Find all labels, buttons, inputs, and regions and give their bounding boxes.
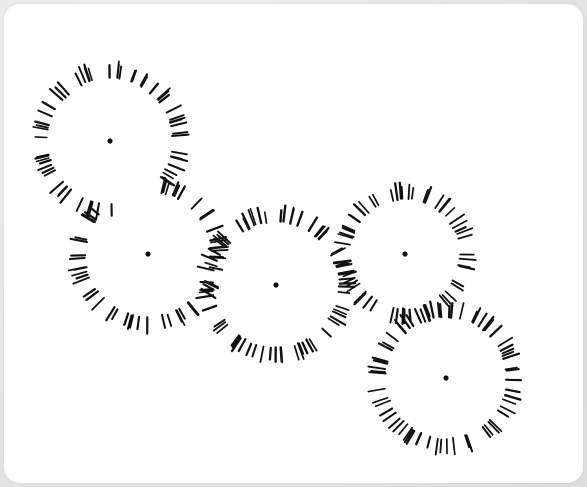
hatch-tick bbox=[309, 218, 317, 231]
hatch-tick bbox=[119, 66, 121, 78]
hatch-tick bbox=[77, 198, 83, 211]
hatch-tick bbox=[270, 348, 271, 360]
hatch-tick bbox=[503, 399, 516, 404]
hatch-tick bbox=[390, 308, 393, 323]
hatch-tick bbox=[162, 315, 165, 328]
hatch-tick bbox=[446, 208, 455, 216]
hatch-tick bbox=[242, 214, 249, 229]
hatch-tick bbox=[490, 326, 501, 337]
hatch-tick bbox=[43, 102, 55, 109]
hatch-tick bbox=[173, 132, 187, 134]
hatch-tick bbox=[368, 367, 385, 369]
circle-center-point bbox=[273, 282, 278, 287]
hatch-tick bbox=[363, 297, 372, 308]
hatch-tick bbox=[384, 413, 396, 421]
hatch-tick bbox=[335, 242, 350, 245]
hatch-tick bbox=[421, 309, 426, 321]
hatch-tick bbox=[50, 89, 62, 100]
hatch-tick bbox=[458, 235, 472, 239]
hatch-tick bbox=[70, 258, 85, 259]
circle-center-point bbox=[107, 138, 112, 143]
hatch-tick bbox=[436, 439, 438, 455]
circle-center-point bbox=[443, 375, 448, 380]
hatch-tick bbox=[331, 248, 345, 256]
hatch-tick bbox=[505, 395, 520, 399]
hatch-tick bbox=[169, 164, 185, 170]
hatch-tick bbox=[409, 185, 410, 200]
hatch-tick bbox=[35, 137, 47, 138]
hatch-tick bbox=[295, 346, 299, 360]
hatch-tick bbox=[260, 347, 263, 363]
hatch-tick bbox=[322, 329, 330, 337]
hatch-tick bbox=[284, 206, 286, 222]
hatch-tick bbox=[506, 390, 519, 393]
hatch-tick bbox=[137, 317, 139, 329]
hatch-tick bbox=[449, 306, 450, 317]
hatch-tick bbox=[168, 315, 172, 326]
hatch-tick bbox=[200, 210, 214, 219]
hatch-tick bbox=[280, 347, 281, 361]
hatch-tick bbox=[150, 84, 158, 94]
hatch-tick bbox=[246, 344, 251, 355]
hatch-tick bbox=[460, 259, 476, 260]
hatch-tick bbox=[440, 199, 451, 212]
hatch-tick bbox=[252, 345, 256, 356]
circle-center-point bbox=[145, 251, 150, 256]
hatch-tick bbox=[355, 294, 366, 305]
hatch-tick bbox=[172, 152, 187, 155]
hatch-tick bbox=[201, 282, 214, 283]
hatch-tick bbox=[391, 190, 393, 201]
hatch-tick bbox=[460, 303, 464, 319]
hatch-tick bbox=[453, 438, 455, 455]
hatch-tick bbox=[412, 188, 413, 199]
hatch-tick bbox=[200, 289, 212, 290]
hatch-tick bbox=[167, 106, 181, 113]
hatch-tick bbox=[369, 372, 386, 373]
hatch-tick bbox=[370, 300, 376, 310]
hatch-tick bbox=[172, 135, 189, 136]
hatch-tick bbox=[281, 210, 282, 221]
hatch-tick bbox=[297, 212, 302, 226]
hatch-tick bbox=[380, 409, 392, 416]
center-points bbox=[107, 138, 448, 380]
hatch-tick bbox=[205, 263, 217, 267]
hatch-tick bbox=[440, 440, 441, 453]
hatch-tick bbox=[203, 306, 216, 311]
hatch-tick bbox=[483, 317, 493, 330]
hatch-tick bbox=[166, 184, 169, 195]
hatch-tick bbox=[387, 333, 398, 342]
hatch-tick bbox=[451, 303, 452, 318]
hatch-tick bbox=[59, 186, 67, 194]
hatch-tick bbox=[236, 221, 243, 232]
hatch-tick bbox=[207, 226, 222, 232]
hatch-tick bbox=[427, 437, 430, 448]
hatch-tick bbox=[76, 74, 82, 86]
hatch-tick bbox=[333, 312, 345, 318]
hatch-tick bbox=[402, 187, 403, 198]
hatch-tick bbox=[430, 302, 433, 318]
hatch-tick bbox=[196, 295, 213, 298]
hatch-tick bbox=[265, 212, 267, 223]
hatch-tick bbox=[258, 208, 262, 223]
hatch-tick bbox=[355, 292, 366, 303]
hatch-tick bbox=[171, 123, 186, 127]
hatch-tick bbox=[188, 303, 198, 315]
hatch-tick bbox=[416, 433, 421, 444]
hatch-tick bbox=[192, 199, 202, 209]
hatch-tick bbox=[92, 298, 104, 310]
boundary-hatch bbox=[33, 61, 521, 454]
hatch-tick bbox=[368, 389, 385, 392]
hatch-tick bbox=[440, 304, 441, 317]
hatch-tick bbox=[479, 314, 487, 327]
hatch-tick bbox=[395, 183, 397, 200]
circle-center-point bbox=[402, 251, 407, 256]
hatch-tick bbox=[398, 325, 406, 333]
hatch-tick bbox=[498, 410, 508, 416]
hatch-tick bbox=[415, 309, 421, 322]
hatch-tick bbox=[349, 215, 360, 223]
hatch-tick bbox=[38, 111, 51, 117]
hatch-tick bbox=[336, 306, 348, 310]
